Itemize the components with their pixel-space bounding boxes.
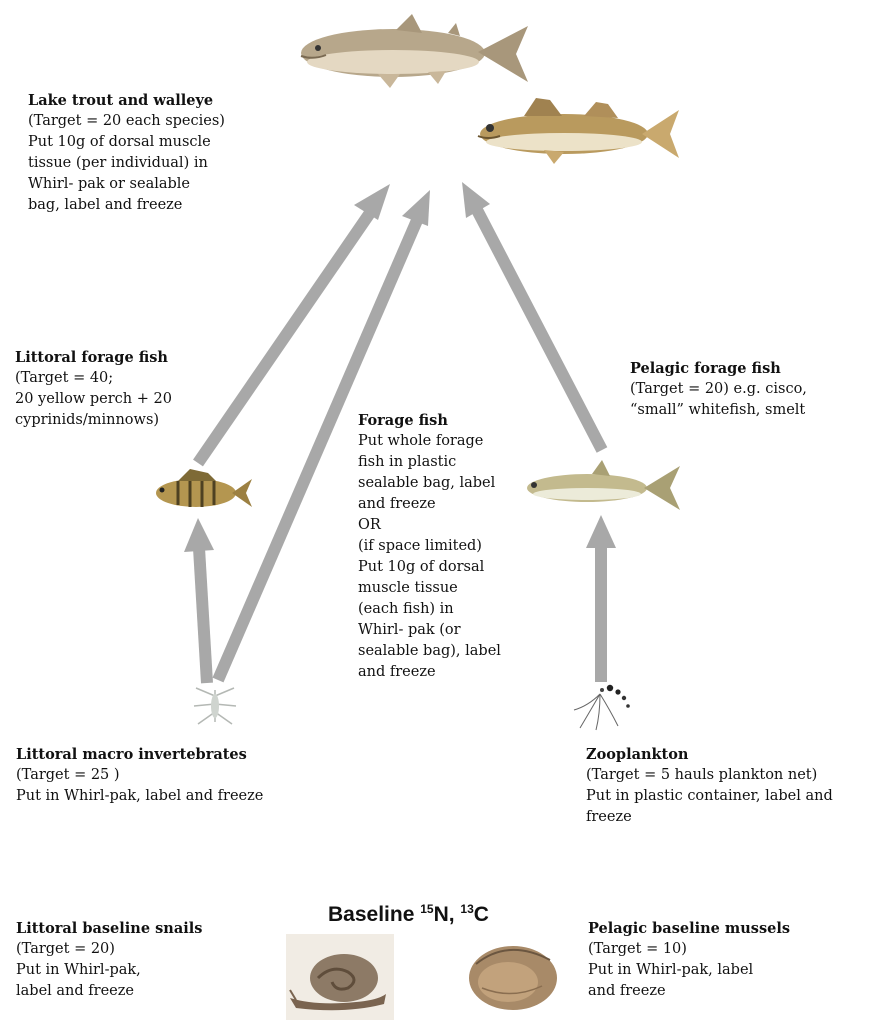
baseline-heading: Baseline 15N, 13C	[328, 902, 489, 927]
block-line: (Target = 5 hauls plankton net)	[586, 765, 833, 786]
block-line: (if space limited)	[358, 536, 501, 557]
block-line: sealable bag, label	[358, 473, 501, 494]
block-line: 20 yellow perch + 20	[15, 389, 172, 410]
forage-fish-info: Forage fish Put whole forage fish in pla…	[358, 410, 501, 683]
block-title: Littoral baseline snails	[16, 918, 202, 939]
baseline-prefix: Baseline	[328, 903, 420, 926]
block-line: Whirl- pak or sealable	[28, 174, 225, 195]
block-title: Littoral forage fish	[15, 347, 172, 368]
block-title: Zooplankton	[586, 744, 833, 765]
block-line: bag, label and freeze	[28, 195, 225, 216]
macroinvertebrate-icon	[190, 682, 240, 730]
block-title: Forage fish	[358, 410, 501, 431]
block-line: OR	[358, 515, 501, 536]
walleye-icon	[474, 92, 684, 170]
block-line: “small” whitefish, smelt	[630, 400, 807, 421]
baseline-mid: N,	[434, 903, 461, 926]
mussel-icon	[462, 930, 564, 1018]
block-line: (Target = 20)	[16, 939, 202, 960]
block-line: (Target = 10)	[588, 939, 790, 960]
littoral-forage-fish-info: Littoral forage fish (Target = 40; 20 ye…	[15, 347, 172, 431]
arrow-zooplankton-to-pelagic-forage	[586, 515, 616, 682]
block-line: and freeze	[358, 494, 501, 515]
block-line: Put whole forage	[358, 431, 501, 452]
block-title: Pelagic baseline mussels	[588, 918, 790, 939]
block-line: Put in Whirl-pak, label	[588, 960, 790, 981]
block-line: Whirl- pak (or	[358, 620, 501, 641]
block-line: label and freeze	[16, 981, 202, 1002]
block-line: freeze	[586, 807, 833, 828]
block-line: tissue (per individual) in	[28, 153, 225, 174]
block-line: Put in Whirl-pak, label and freeze	[16, 786, 263, 807]
block-line: (Target = 20 each species)	[28, 111, 225, 132]
block-line: Put 10g of dorsal muscle	[28, 132, 225, 153]
pelagic-forage-fish-info: Pelagic forage fish (Target = 20) e.g. c…	[630, 358, 807, 421]
block-line: and freeze	[358, 662, 501, 683]
block-line: cyprinids/minnows)	[15, 410, 172, 431]
littoral-macroinvertebrates-info: Littoral macro invertebrates (Target = 2…	[16, 744, 263, 807]
snail-icon	[286, 934, 394, 1020]
arrow-invertebrates-to-perch	[184, 518, 214, 683]
block-line: muscle tissue	[358, 578, 501, 599]
pelagic-baseline-mussels-info: Pelagic baseline mussels (Target = 10) P…	[588, 918, 790, 1002]
block-line: Put in plastic container, label and	[586, 786, 833, 807]
block-title: Littoral macro invertebrates	[16, 744, 263, 765]
baseline-isotope-n: 15	[420, 902, 433, 916]
block-line: (Target = 40;	[15, 368, 172, 389]
block-title: Lake trout and walleye	[28, 90, 225, 111]
yellow-perch-icon	[150, 465, 254, 517]
block-line: sealable bag), label	[358, 641, 501, 662]
block-title: Pelagic forage fish	[630, 358, 807, 379]
block-line: Put 10g of dorsal	[358, 557, 501, 578]
block-line: and freeze	[588, 981, 790, 1002]
zooplankton-info: Zooplankton (Target = 5 hauls plankton n…	[586, 744, 833, 828]
whitefish-icon	[522, 456, 682, 514]
block-line: (Target = 25 )	[16, 765, 263, 786]
block-line: (each fish) in	[358, 599, 501, 620]
baseline-isotope-c: 13	[460, 902, 473, 916]
lake-trout-walleye-info: Lake trout and walleye (Target = 20 each…	[28, 90, 225, 216]
zooplankton-icon	[566, 680, 638, 732]
block-line: fish in plastic	[358, 452, 501, 473]
block-line: (Target = 20) e.g. cisco,	[630, 379, 807, 400]
baseline-suffix: C	[474, 903, 489, 926]
littoral-baseline-snails-info: Littoral baseline snails (Target = 20) P…	[16, 918, 202, 1002]
block-line: Put in Whirl-pak,	[16, 960, 202, 981]
lake-trout-icon	[298, 8, 533, 93]
